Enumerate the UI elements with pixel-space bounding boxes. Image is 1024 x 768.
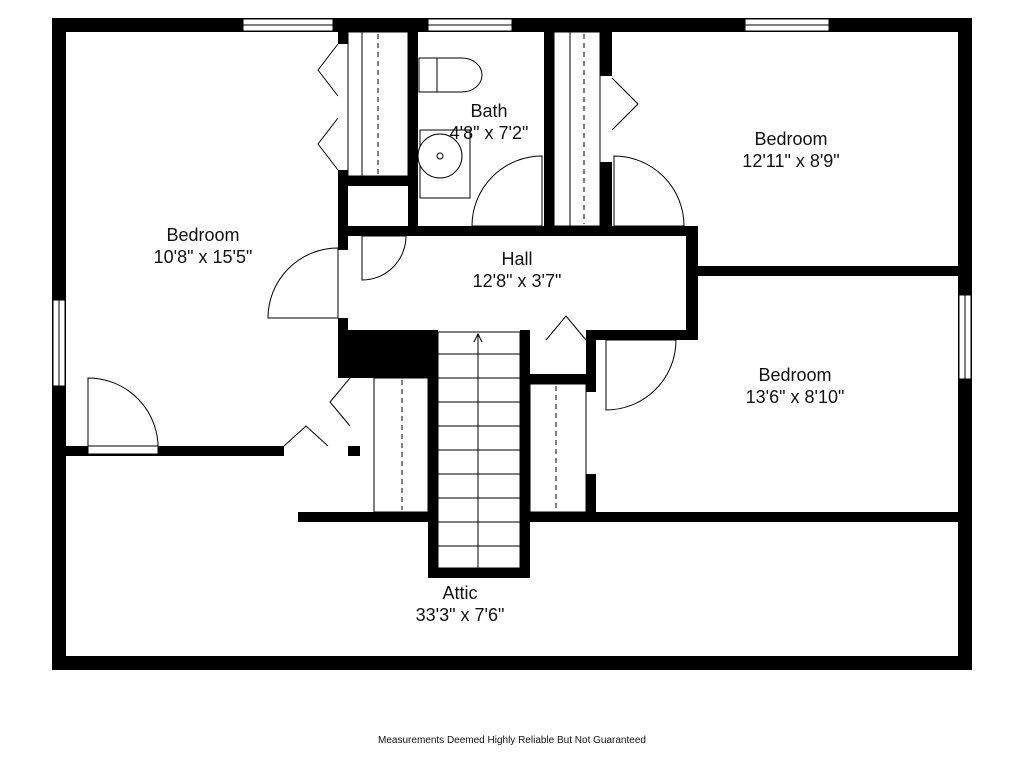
room-dimensions: 10'8" x 15'5" — [153, 247, 253, 267]
room-label-bath: Bath 4'8" x 7'2" — [450, 100, 529, 144]
bath-fixtures — [417, 57, 483, 199]
room-label-hall: Hall 12'8" x 3'7" — [473, 248, 562, 292]
disclaimer-text: Measurements Deemed Highly Reliable But … — [378, 735, 646, 746]
room-label-bedroom-left: Bedroom 10'8" x 15'5" — [154, 224, 253, 268]
room-dimensions: 4'8" x 7'2" — [449, 123, 529, 143]
room-name: Hall — [501, 249, 533, 269]
room-name: Attic — [442, 583, 478, 603]
room-label-bedroom-right-bottom: Bedroom 13'6" x 8'10" — [746, 364, 845, 408]
windows — [52, 18, 972, 387]
closet-shelving — [347, 31, 601, 513]
room-dimensions: 33'3" x 7'6" — [415, 605, 505, 625]
interior-walls — [66, 32, 958, 578]
room-name: Bath — [470, 101, 508, 121]
staircase — [437, 331, 521, 569]
room-dimensions: 13'6" x 8'10" — [745, 387, 845, 407]
doors — [87, 43, 685, 455]
room-name: Bedroom — [754, 129, 828, 149]
room-dimensions: 12'8" x 3'7" — [472, 271, 562, 291]
room-label-attic: Attic 33'3" x 7'6" — [416, 582, 505, 626]
room-name: Bedroom — [166, 225, 240, 245]
room-dimensions: 12'11" x 8'9" — [742, 151, 840, 171]
room-label-bedroom-right-top: Bedroom 12'11" x 8'9" — [742, 128, 839, 172]
room-name: Bedroom — [758, 365, 832, 385]
